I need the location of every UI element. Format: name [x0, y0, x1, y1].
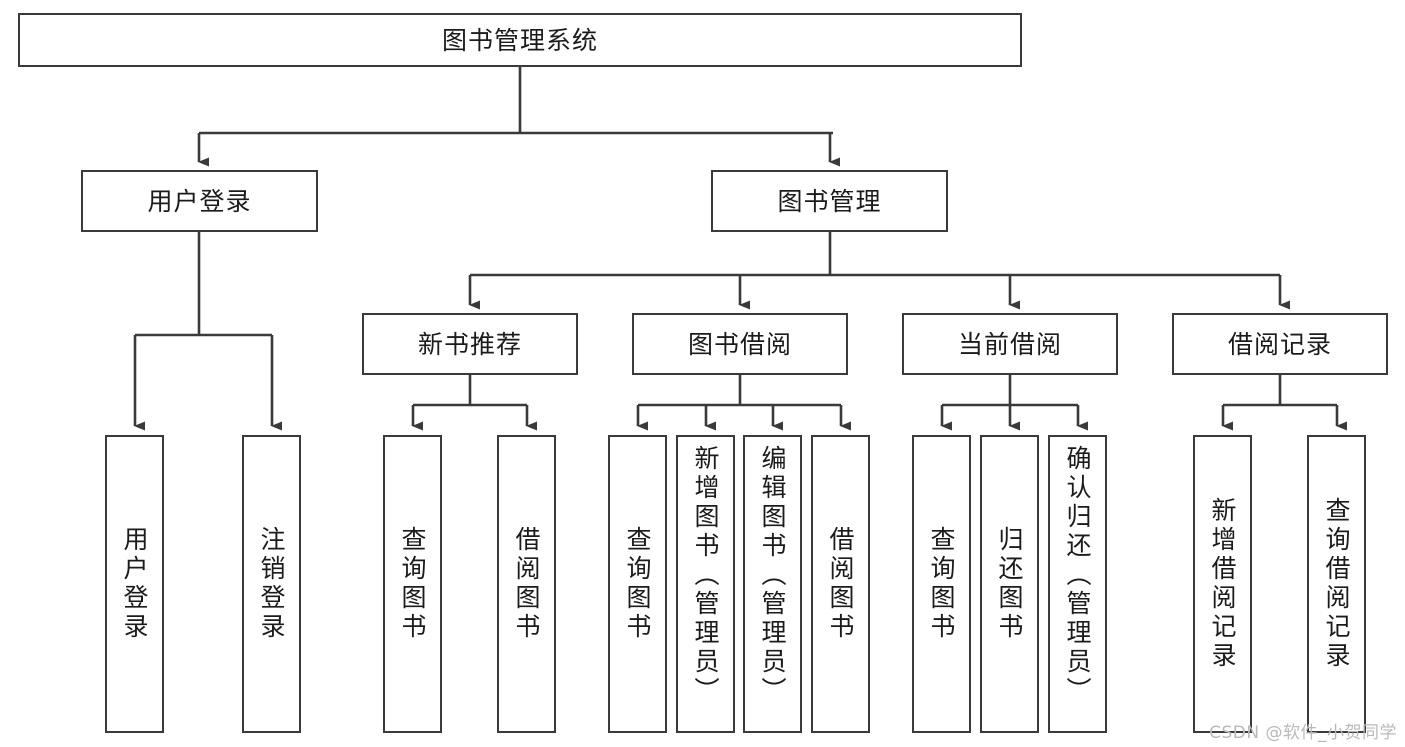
- leaf-borrow-edit-book-admin[interactable]: 编辑图书（管理员）: [743, 435, 802, 733]
- leaf-newbook-query-book-label: 查询图书: [398, 526, 427, 642]
- node-root-system-label: 图书管理系统: [441, 25, 598, 55]
- leaf-borrow-edit-book-admin-label: 编辑图书（管理员）: [758, 445, 787, 706]
- leaf-records-query-record[interactable]: 查询借阅记录: [1307, 435, 1366, 733]
- leaf-borrow-borrow-book-label: 借阅图书: [826, 526, 855, 642]
- leaf-borrow-query-book-label: 查询图书: [623, 526, 652, 642]
- node-borrow-records[interactable]: 借阅记录: [1172, 313, 1388, 375]
- node-book-borrow-label: 图书借阅: [687, 329, 792, 359]
- leaf-current-query-book[interactable]: 查询图书: [912, 435, 971, 733]
- leaf-borrow-query-book[interactable]: 查询图书: [608, 435, 667, 733]
- leaf-current-confirm-return-admin-label: 确认归还（管理员）: [1063, 445, 1092, 706]
- node-current-borrow-label: 当前借阅: [957, 329, 1062, 359]
- leaf-newbook-borrow-book[interactable]: 借阅图书: [497, 435, 556, 733]
- node-book-management[interactable]: 图书管理: [711, 170, 948, 232]
- csdn-watermark: CSDN @软件_小贺同学: [1209, 723, 1397, 743]
- leaf-current-query-book-label: 查询图书: [927, 526, 956, 642]
- node-new-book-recommend-label: 新书推荐: [417, 329, 522, 359]
- leaf-user-login[interactable]: 用户登录: [105, 435, 164, 733]
- leaf-borrow-add-book-admin-label: 新增图书（管理员）: [691, 445, 720, 706]
- leaf-records-query-record-label: 查询借阅记录: [1322, 497, 1351, 671]
- leaf-records-add-record-label: 新增借阅记录: [1208, 497, 1237, 671]
- leaf-newbook-borrow-book-label: 借阅图书: [512, 526, 541, 642]
- leaf-current-return-book[interactable]: 归还图书: [980, 435, 1039, 733]
- leaf-borrow-borrow-book[interactable]: 借阅图书: [811, 435, 870, 733]
- node-user-login[interactable]: 用户登录: [81, 170, 318, 232]
- leaf-current-return-book-label: 归还图书: [995, 526, 1024, 642]
- node-book-borrow[interactable]: 图书借阅: [632, 313, 848, 375]
- node-root-system[interactable]: 图书管理系统: [18, 13, 1022, 67]
- leaf-records-add-record[interactable]: 新增借阅记录: [1193, 435, 1252, 733]
- leaf-user-logout-label: 注销登录: [257, 526, 286, 642]
- leaf-borrow-add-book-admin[interactable]: 新增图书（管理员）: [676, 435, 735, 733]
- node-current-borrow[interactable]: 当前借阅: [902, 313, 1118, 375]
- node-book-management-label: 图书管理: [777, 186, 882, 216]
- node-new-book-recommend[interactable]: 新书推荐: [362, 313, 578, 375]
- leaf-newbook-query-book[interactable]: 查询图书: [383, 435, 442, 733]
- leaf-user-login-label: 用户登录: [120, 526, 149, 642]
- node-borrow-records-label: 借阅记录: [1227, 329, 1332, 359]
- node-user-login-label: 用户登录: [147, 186, 252, 216]
- leaf-user-logout[interactable]: 注销登录: [242, 435, 301, 733]
- leaf-current-confirm-return-admin[interactable]: 确认归还（管理员）: [1048, 435, 1107, 733]
